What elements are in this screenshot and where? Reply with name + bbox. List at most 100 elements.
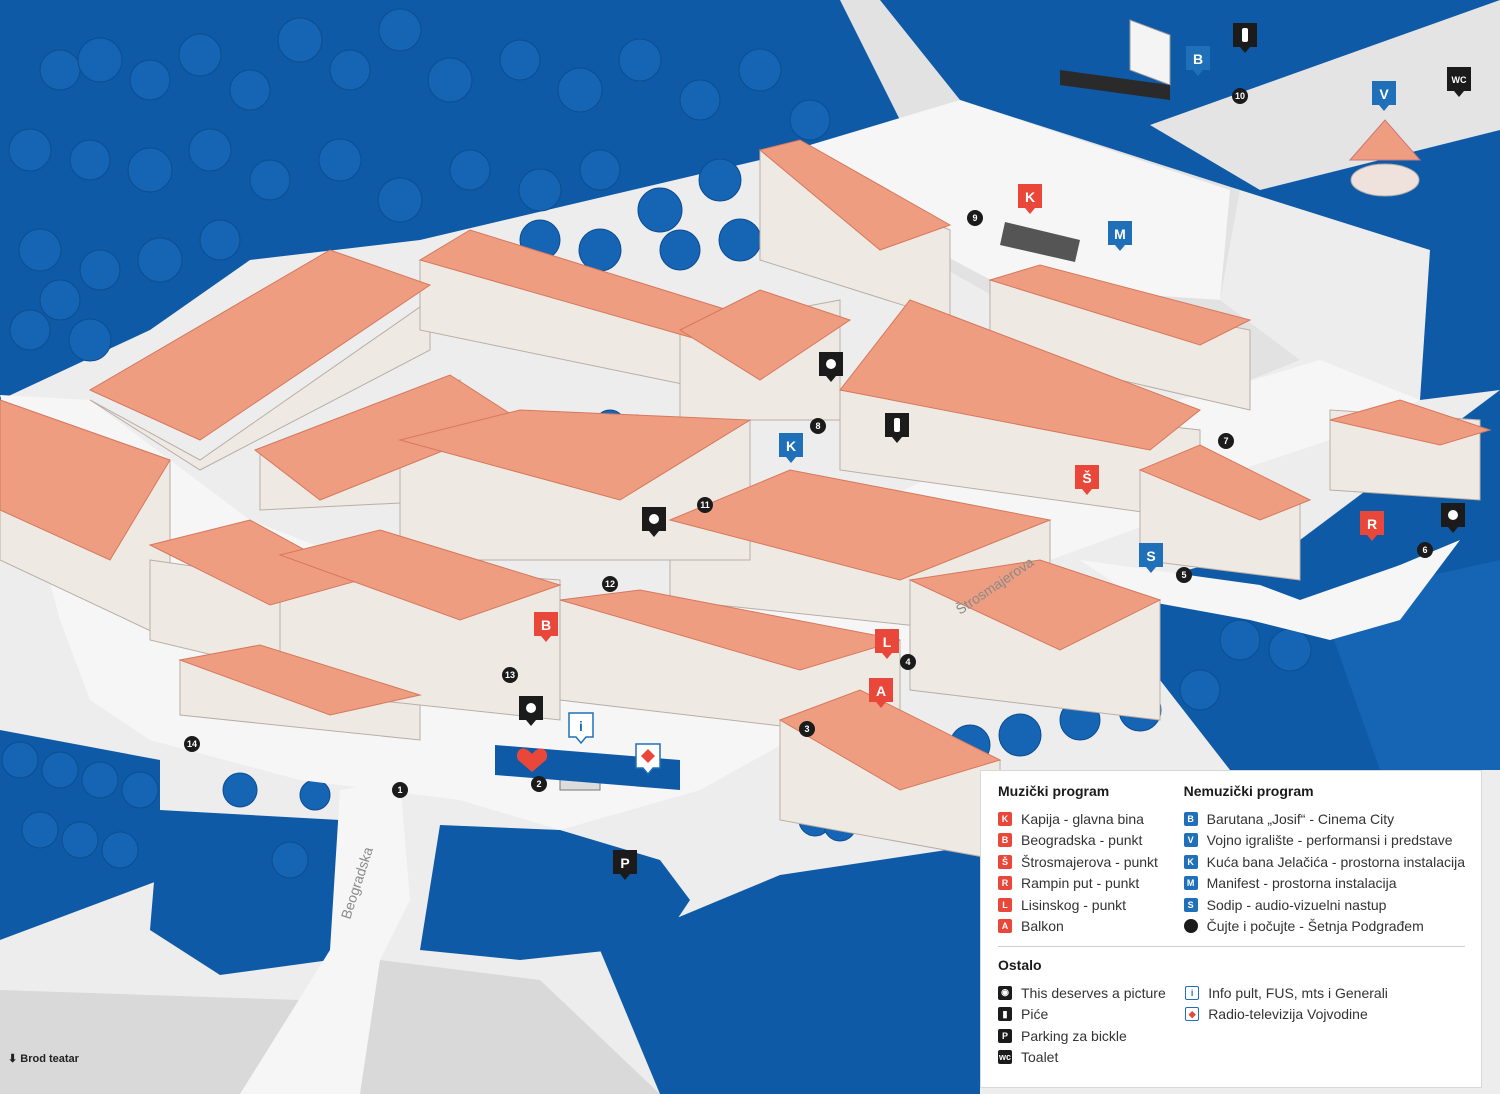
- legend-nonmusic-item: Čujte i počujte - Šetnja Podgrađem: [1183, 916, 1465, 938]
- svg-text:B: B: [1193, 51, 1203, 67]
- legend-nonmusic-item: M Manifest - prostorna instalacija: [1183, 873, 1465, 895]
- svg-text:1: 1: [397, 785, 402, 795]
- bottle-icon[interactable]: [885, 413, 909, 443]
- legend-nonmusic-title: Nemuzički program: [1183, 783, 1314, 799]
- walk-stop-6[interactable]: 6: [1417, 542, 1433, 558]
- walk-stop-2[interactable]: 2: [531, 776, 547, 792]
- walk-stop-4[interactable]: 4: [900, 654, 916, 670]
- pin-sodip[interactable]: S: [1139, 543, 1163, 573]
- legend-item-label: Rampin put - punkt: [1021, 875, 1140, 892]
- nonmusic-badge: S: [1183, 897, 1198, 912]
- pin-barutana[interactable]: B: [1186, 46, 1210, 76]
- pin-rampin-put[interactable]: R: [1360, 511, 1384, 541]
- map-pins: K B Š R L A B V K M S P WC: [534, 46, 1471, 880]
- nonmusic-badge: B: [1183, 811, 1198, 826]
- legend-item-label: Piće: [1021, 1006, 1049, 1023]
- camera-pins: [519, 352, 1465, 726]
- svg-text:K: K: [786, 438, 796, 454]
- svg-text:A: A: [876, 683, 886, 699]
- legend-divider: [998, 946, 1465, 947]
- pin-kuca-bana[interactable]: K: [779, 433, 803, 463]
- pin-strosmajerova[interactable]: Š: [1075, 465, 1099, 495]
- svg-text:WC: WC: [1452, 75, 1467, 85]
- svg-text:S: S: [1146, 548, 1155, 564]
- svg-text:9: 9: [972, 213, 977, 223]
- nonmusic-badge: M: [1183, 876, 1198, 891]
- svg-text:11: 11: [700, 500, 710, 510]
- buildings: [0, 139, 1492, 861]
- walk-stop-7[interactable]: 7: [1218, 433, 1234, 449]
- walk-stop-13[interactable]: 13: [502, 667, 518, 683]
- music-badge: R: [998, 876, 1012, 891]
- pin-balkon[interactable]: A: [869, 678, 893, 708]
- legend-other-left: ◉This deserves a picture ▮Piće P Parking …: [998, 982, 1185, 1068]
- camera-icon[interactable]: [819, 352, 843, 382]
- love-logo-icon: [516, 748, 548, 772]
- pin-vojno-igraliste[interactable]: V: [1372, 81, 1396, 111]
- walk-stops: 1 2 3 4 5 6 7 8 9 10 11 12 13 14: [184, 88, 1433, 798]
- pin-beogradska[interactable]: B: [534, 612, 558, 642]
- svg-text:V: V: [1379, 86, 1389, 102]
- legend-item-label: Kapija - glavna bina: [1021, 810, 1144, 827]
- legend-other-item: ◉This deserves a picture: [998, 982, 1185, 1004]
- legend-item-label: Manifest - prostorna instalacija: [1206, 875, 1397, 892]
- walk-stop-10[interactable]: 10: [1232, 88, 1248, 104]
- svg-text:14: 14: [187, 739, 197, 749]
- walk-stop-9[interactable]: 9: [967, 210, 983, 226]
- legend-item-label: Parking za bickle: [1021, 1027, 1127, 1044]
- info-icon: i: [1185, 985, 1200, 1000]
- svg-text:8: 8: [815, 421, 820, 431]
- cinema-screen-icon: [1060, 19, 1171, 100]
- svg-text:M: M: [1114, 226, 1126, 242]
- pin-kapija[interactable]: K: [1018, 184, 1042, 214]
- nonmusic-badge: V: [1183, 833, 1198, 848]
- walk-stop-14[interactable]: 14: [184, 736, 200, 752]
- music-badge: Š: [998, 854, 1012, 869]
- camera-icon: ◉: [998, 985, 1012, 1000]
- legend-other-item: ▮Piće: [998, 1004, 1185, 1026]
- music-badge: L: [998, 897, 1012, 912]
- camera-icon[interactable]: [642, 507, 666, 537]
- svg-text:Š: Š: [1082, 469, 1091, 486]
- pin-parking[interactable]: P: [613, 850, 637, 880]
- walk-stop-11[interactable]: 11: [697, 497, 713, 513]
- pin-wc[interactable]: WC: [1447, 67, 1471, 97]
- svg-text:P: P: [620, 855, 629, 871]
- camera-icon[interactable]: [519, 696, 543, 726]
- pin-manifest[interactable]: M: [1108, 221, 1132, 251]
- walk-stop-12[interactable]: 12: [602, 576, 618, 592]
- walk-stop-8[interactable]: 8: [810, 418, 826, 434]
- nonmusic-badge: K: [1183, 854, 1198, 869]
- beogradska-road: [240, 780, 410, 1094]
- bottle-icon[interactable]: [1233, 23, 1257, 53]
- music-badge: K: [998, 811, 1012, 826]
- pin-lisinskog[interactable]: L: [875, 629, 899, 659]
- walk-stop-3[interactable]: 3: [799, 721, 815, 737]
- walk-stop-5[interactable]: 5: [1176, 567, 1192, 583]
- svg-text:i: i: [579, 718, 583, 734]
- rtv-logo-icon[interactable]: [635, 743, 661, 776]
- parking-icon: P: [998, 1028, 1012, 1043]
- legend-music-item: R Rampin put - punkt: [998, 873, 1184, 895]
- music-badge: A: [998, 919, 1012, 934]
- svg-text:5: 5: [1181, 570, 1186, 580]
- info-icon[interactable]: i: [568, 712, 594, 745]
- svg-text:K: K: [1025, 189, 1035, 205]
- camera-icon[interactable]: [1441, 503, 1465, 533]
- svg-text:12: 12: [605, 579, 615, 589]
- legend-item-label: Radio-televizija Vojvodine: [1208, 1006, 1368, 1023]
- legend-item-label: Sodip - audio-vizuelni nastup: [1206, 896, 1387, 913]
- forest-area: [0, 0, 900, 400]
- walk-stop-1[interactable]: 1: [392, 782, 408, 798]
- legend-item-label: Balkon: [1021, 918, 1064, 935]
- brod-teatar-note[interactable]: ⬇ Brod teatar: [8, 1052, 79, 1065]
